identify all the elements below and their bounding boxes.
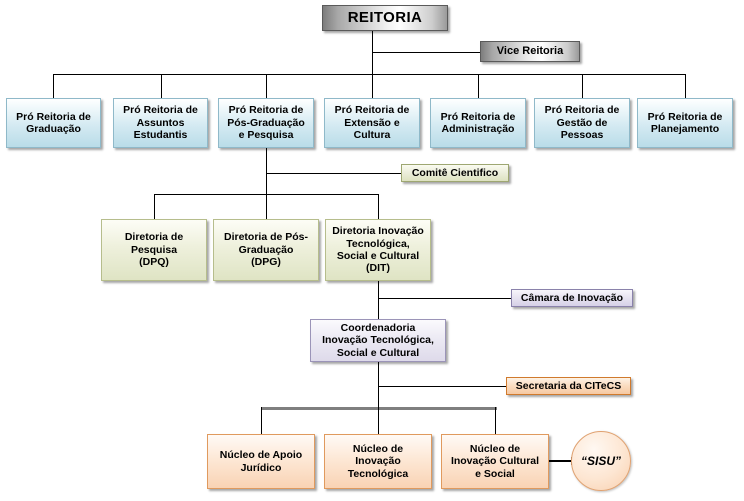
node-pro-reitoria-extensao-cultura-label: Pró Reitoria de Extensão e Cultura [334,104,410,142]
connector-coordenadoria-stem [378,362,379,434]
node-pro-reitoria-pos-graduacao-pesquisa-label: Pró Reitoria de Pós-Graduação e Pesquisa [227,104,305,142]
connector-drop-posgrad [266,74,267,98]
connector-coordenadoria-to-secretaria [378,386,506,387]
connector-drop-dit [378,194,379,219]
node-diretoria-pesquisa[interactable]: Diretoria de Pesquisa (DPQ) [101,219,207,281]
node-diretoria-inovacao-label: Diretoria Inovação Tecnológica, Social e… [332,225,424,275]
node-pro-reitoria-gestao-pessoas[interactable]: Pró Reitoria de Gestão de Pessoas [534,98,630,148]
connector-drop-nucleo-juridico [261,407,262,434]
connector-posgrad-to-comite [266,173,401,174]
node-nucleo-inovacao-tecnologica-label: Núcleo de Inovação Tecnológica [347,442,409,480]
node-pro-reitoria-administracao[interactable]: Pró Reitoria de Administração [430,98,526,148]
connector-drop-planejamento [685,74,686,98]
node-coordenadoria[interactable]: Coordenadoria Inovação Tecnológica, Soci… [310,319,446,362]
node-pro-reitoria-graduacao-label: Pró Reitoria de Graduação [16,110,91,135]
node-pro-reitoria-assuntos-estudantis[interactable]: Pró Reitoria de Assuntos Estudantis [113,98,208,148]
node-coordenadoria-label: Coordenadoria Inovação Tecnológica, Soci… [322,321,434,359]
connector-drop-extensao [372,74,373,98]
node-nucleo-inovacao-cultural-social[interactable]: Núcleo de Inovação Cultural e Social [441,434,549,489]
connector-proreitoria-bus [53,74,685,75]
node-reitoria[interactable]: REITORIA [322,5,448,31]
node-camara-inovacao[interactable]: Câmara de Inovação [511,289,633,307]
node-pro-reitoria-planejamento-label: Pró Reitoria de Planejamento [647,110,723,135]
node-reitoria-label: REITORIA [347,9,423,27]
node-pro-reitoria-pos-graduacao-pesquisa[interactable]: Pró Reitoria de Pós-Graduação e Pesquisa [218,98,314,148]
connector-dit-stem [378,281,379,319]
connector-nucleos-bus [261,407,497,410]
connector-posgrad-stem [266,148,267,219]
node-secretaria-citecs-label: Secretaria da CITeCS [515,379,622,392]
node-nucleo-apoio-juridico-label: Núcleo de Apoio Jurídico [219,449,303,474]
connector-drop-graduacao [53,74,54,98]
node-pro-reitoria-assuntos-estudantis-label: Pró Reitoria de Assuntos Estudantis [123,104,198,142]
node-pro-reitoria-extensao-cultura[interactable]: Pró Reitoria de Extensão e Cultura [324,98,420,148]
connector-drop-administracao [478,74,479,98]
node-comite-cientifico-label: Comitê Cientifico [411,166,499,179]
connector-drop-assuntos [161,74,162,98]
node-nucleo-inovacao-cultural-social-label: Núcleo de Inovação Cultural e Social [450,442,540,480]
connector-drop-gestao [582,74,583,98]
connector-dit-to-camara [378,298,511,299]
node-pro-reitoria-planejamento[interactable]: Pró Reitoria de Planejamento [637,98,733,148]
node-sisu[interactable]: “SISU” [571,431,631,491]
connector-drop-dpg [266,194,267,219]
connector-drop-nucleo-cultural [495,407,496,434]
connector-drop-nucleo-tecnologica [378,407,379,434]
connector-nucleo-sisu-line [548,460,572,462]
node-secretaria-citecs[interactable]: Secretaria da CITeCS [506,377,631,395]
node-nucleo-apoio-juridico[interactable]: Núcleo de Apoio Jurídico [207,434,315,489]
node-vice-reitoria[interactable]: Vice Reitoria [480,41,580,62]
connector-reitoria-to-vice [372,52,480,53]
node-pro-reitoria-graduacao[interactable]: Pró Reitoria de Graduação [6,98,101,148]
node-pro-reitoria-gestao-pessoas-label: Pró Reitoria de Gestão de Pessoas [544,104,620,142]
node-pro-reitoria-administracao-label: Pró Reitoria de Administração [440,110,516,135]
node-diretoria-inovacao[interactable]: Diretoria Inovação Tecnológica, Social e… [325,219,431,281]
node-vice-reitoria-label: Vice Reitoria [496,45,564,58]
node-sisu-label: “SISU” [580,454,621,468]
node-diretoria-pos-graduacao[interactable]: Diretoria de Pós- Graduação (DPG) [213,219,319,281]
connector-drop-dpq [154,194,155,219]
node-nucleo-inovacao-tecnologica[interactable]: Núcleo de Inovação Tecnológica [324,434,432,489]
node-camara-inovacao-label: Câmara de Inovação [520,291,624,304]
node-diretoria-pos-graduacao-label: Diretoria de Pós- Graduação (DPG) [223,231,309,269]
node-comite-cientifico[interactable]: Comitê Cientifico [401,164,509,182]
node-diretoria-pesquisa-label: Diretoria de Pesquisa (DPQ) [124,231,184,269]
